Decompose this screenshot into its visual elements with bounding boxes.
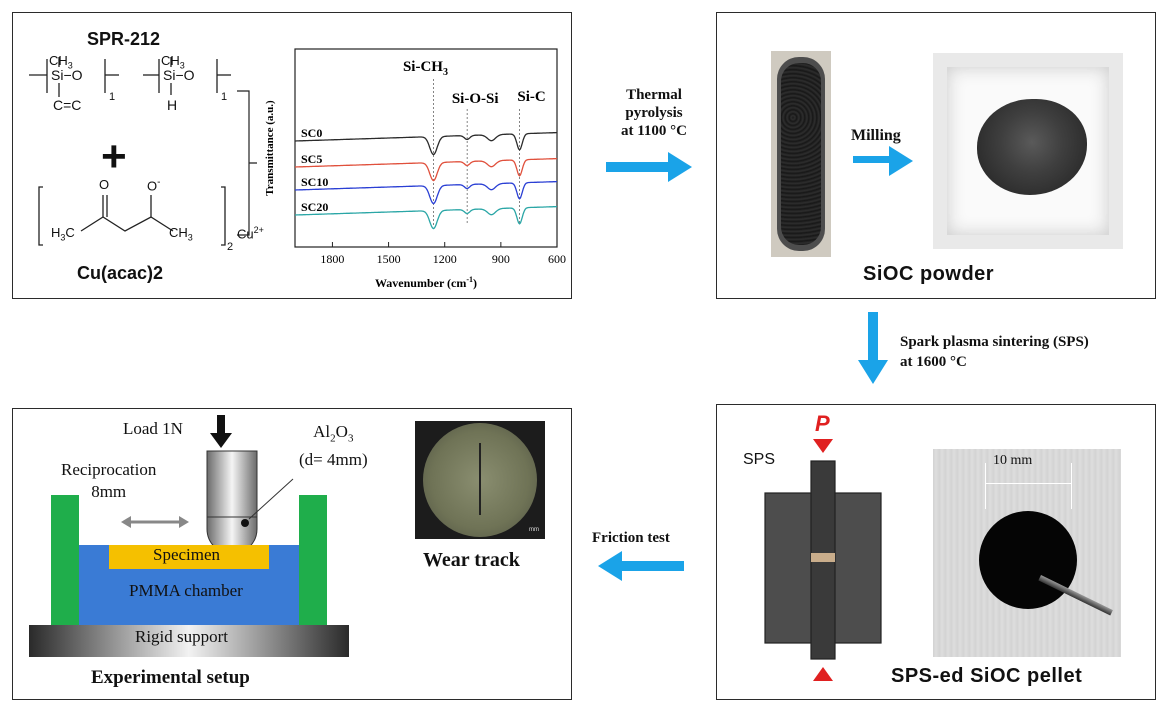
ball-label: Al2O3 (d= 4mm) [299, 422, 368, 470]
sps-panel: SPS P 10 mm SPS-ed SiOC pellet [716, 404, 1156, 700]
milling-label: Milling [851, 127, 901, 144]
setup-caption: Experimental setup [91, 667, 250, 688]
sps-label-small: SPS [743, 451, 776, 468]
x-tick-label: 600 [548, 252, 566, 266]
powder-panel: Milling SiOC powder [716, 12, 1156, 299]
wear-track-photo: mm [415, 421, 545, 539]
milling-arrow [853, 146, 913, 176]
friction-arrow [598, 551, 684, 581]
methyl-left: H3C [51, 225, 75, 243]
powder-dish-photo [933, 53, 1123, 249]
si-o-unit-a: Si−O [51, 67, 83, 83]
load-arrow-icon [210, 415, 232, 448]
x-tick-label: 900 [492, 252, 510, 266]
series-label: SC20 [301, 200, 328, 214]
sps-label: Spark plasma sintering (SPS) at 1600 °C [900, 334, 1089, 370]
peak-label: Si-C [517, 89, 545, 105]
vinyl-group: C=C [53, 97, 82, 113]
cu-acac-label: Cu(acac)2 [77, 263, 164, 283]
x-tick-label: 1800 [320, 252, 344, 266]
series-label: SC10 [301, 175, 328, 189]
peak-label: Si-CH3 [403, 59, 448, 78]
reciprocation-label: Reciprocation 8mm [61, 460, 157, 501]
acac-structure [38, 186, 226, 246]
series-label: SC5 [301, 152, 322, 166]
plot-frame [294, 48, 558, 248]
precursor-panel: SPR-212 CH3 Si−O C=C 1 CH3 Si−O H 1 + [12, 12, 572, 299]
wear-track-caption: Wear track [423, 549, 520, 571]
peak-label: Si-O-Si [452, 91, 499, 107]
si-o-unit-b: Si−O [163, 67, 195, 83]
hydride-group: H [167, 97, 178, 113]
spr-212-label: SPR-212 [87, 29, 161, 49]
grouping-bracket [237, 90, 257, 236]
pyrolysis-arrow [606, 152, 692, 182]
methyl-group-b: CH3 [161, 53, 185, 71]
pellet-caption: SPS-ed SiOC pellet [891, 665, 1083, 687]
setup-panel: Load 1N Al2O3 (d= 4mm) Reciprocation 8mm [12, 408, 572, 700]
repeat-index-a: 1 [109, 91, 116, 103]
support-label: Rigid support [135, 627, 229, 646]
repeat-index-b: 1 [221, 91, 228, 103]
x-tick-label: 1500 [377, 252, 401, 266]
methyl-group-a: CH3 [49, 53, 73, 71]
spectrum-line [295, 131, 557, 156]
y-axis-label: Transmittance (a.u.) [264, 100, 276, 196]
x-axis-label: Wavenumber (cm-1) [375, 275, 477, 290]
pressure-label: P [815, 411, 830, 436]
carbonyl-oxygen-left: O [99, 177, 110, 192]
friction-label: Friction test [592, 530, 670, 546]
pellet-photo [933, 449, 1121, 657]
spectrum-line [295, 205, 557, 230]
sps-arrow [858, 312, 888, 384]
powder-caption: SiOC powder [863, 263, 995, 285]
methyl-right: CH3 [169, 225, 193, 243]
sps-die-diagram [764, 439, 882, 681]
pyrolysis-label: Thermal pyrolysis at 1100 °C [621, 87, 687, 139]
boat-photo [771, 51, 831, 257]
enolate-oxygen-right: O- [147, 177, 161, 194]
series-label: SC0 [301, 126, 322, 140]
spectrum-line [295, 180, 557, 205]
specimen-label: Specimen [153, 545, 221, 564]
x-tick-label: 1200 [433, 252, 457, 266]
load-label: Load 1N [123, 419, 183, 438]
chamber-label: PMMA chamber [129, 581, 243, 600]
bracket-subscript: 2 [227, 241, 234, 253]
spectrum-line [295, 157, 557, 182]
polysiloxane-structure [29, 57, 231, 97]
wear-scale-text: mm [529, 527, 539, 533]
plus-sign: + [101, 132, 127, 181]
pellet-scale-label: 10 mm [993, 453, 1033, 468]
tribometer-diagram [29, 450, 349, 657]
